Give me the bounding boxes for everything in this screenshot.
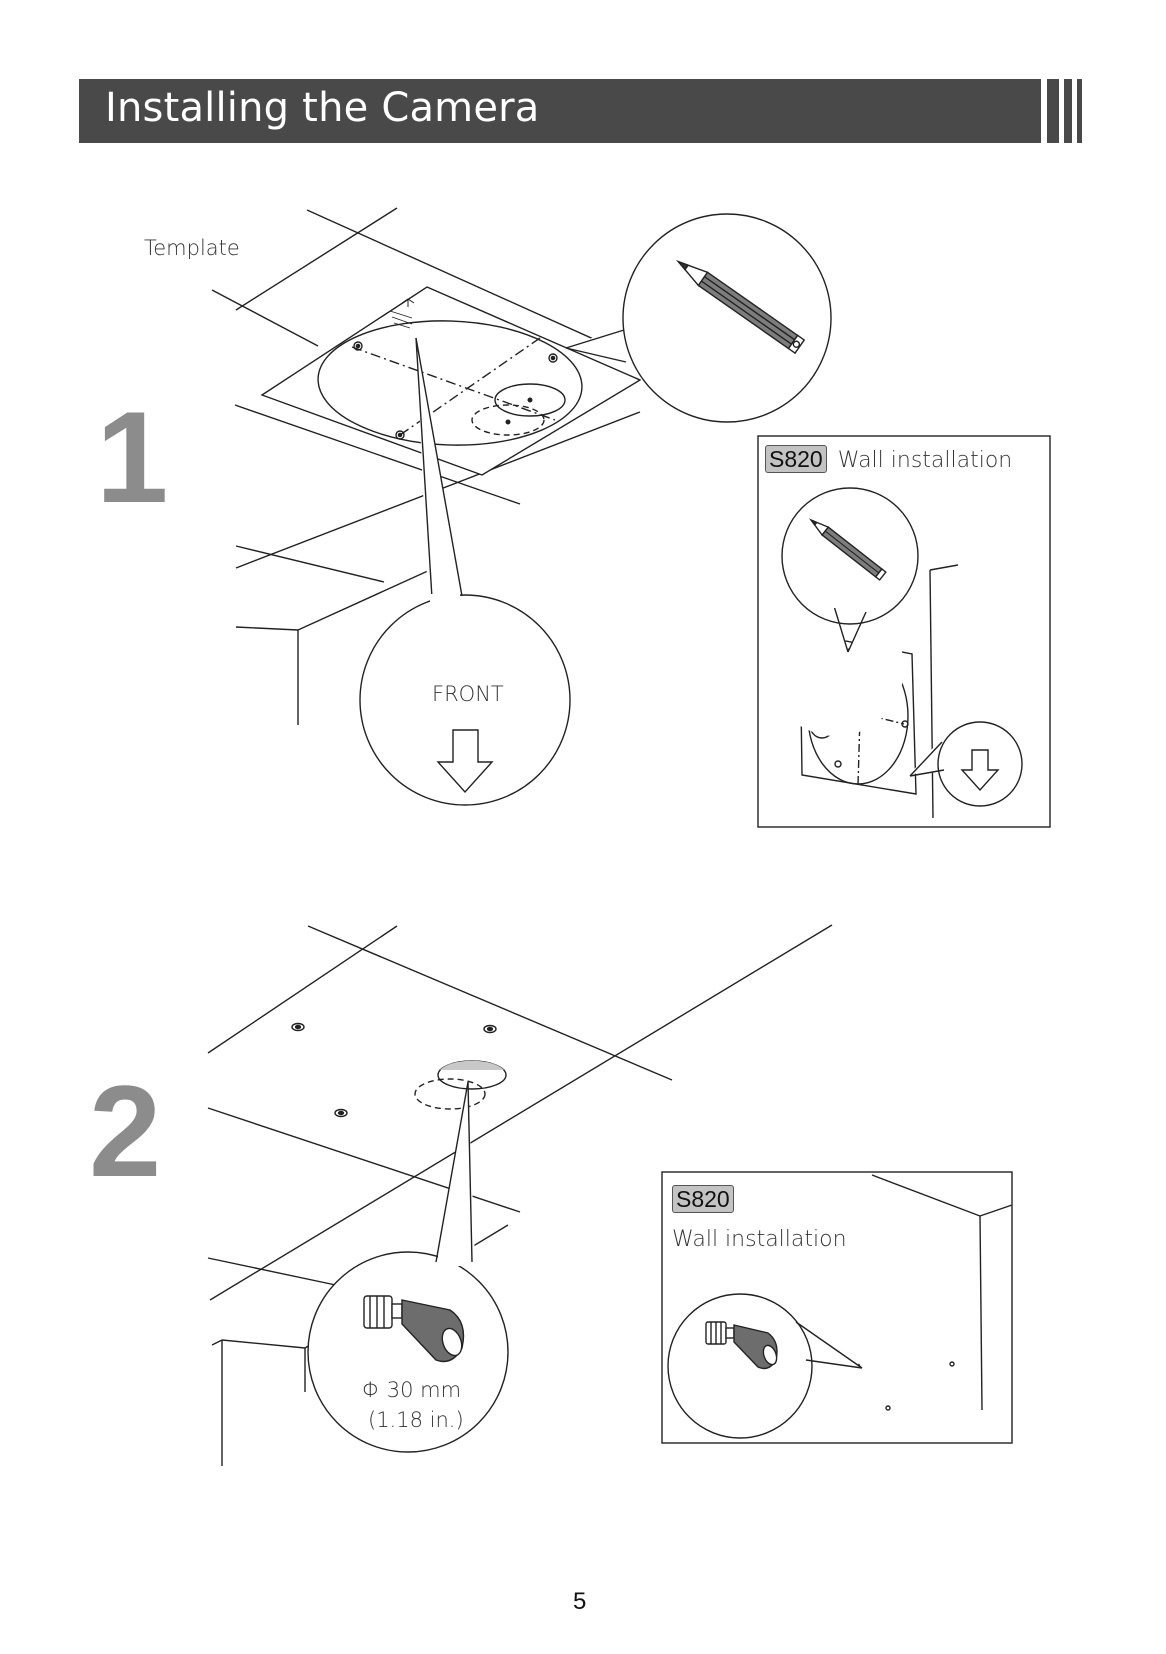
front-label: FRONT	[432, 682, 504, 706]
header-stripe	[1047, 79, 1059, 143]
inset-title: Wall installation	[837, 448, 1013, 473]
template-label: Template	[144, 236, 240, 260]
step2-inset-model: S820	[672, 1185, 734, 1213]
hole-diameter-in: (1.18 in.)	[368, 1408, 464, 1432]
hole-saw-icon	[705, 1321, 778, 1370]
step-number-1: 1	[96, 384, 169, 530]
hole-saw-icon	[363, 1295, 465, 1363]
step2-inset-illustration	[667, 1174, 1013, 1439]
pencil-callout	[565, 213, 836, 434]
model-badge: S820	[765, 445, 827, 473]
pencil-icon	[676, 260, 806, 355]
front-callout	[339, 336, 571, 811]
down-arrow-icon	[436, 729, 494, 794]
step2-ceiling-lines	[207, 924, 833, 1466]
drill-callout	[307, 1081, 563, 1460]
pencil-icon	[808, 518, 887, 581]
hole-diameter-mm: Φ 30 mm	[362, 1378, 462, 1402]
header-stripe	[1064, 79, 1072, 143]
page-title: Installing the Camera	[105, 85, 540, 131]
page-number: 5	[573, 1588, 587, 1615]
down-arrow-icon	[960, 749, 1000, 792]
template-sheet	[260, 286, 642, 476]
header-stripe	[1077, 79, 1082, 143]
model-badge: S820	[672, 1185, 734, 1213]
step1-inset-illustration	[768, 487, 1023, 819]
step-number-2: 2	[89, 1058, 162, 1204]
section-header: Installing the Camera	[79, 79, 1041, 143]
step2-inset-title: Wall installation	[672, 1227, 847, 1252]
step1-inset-header: S820 Wall installation	[765, 445, 1012, 473]
